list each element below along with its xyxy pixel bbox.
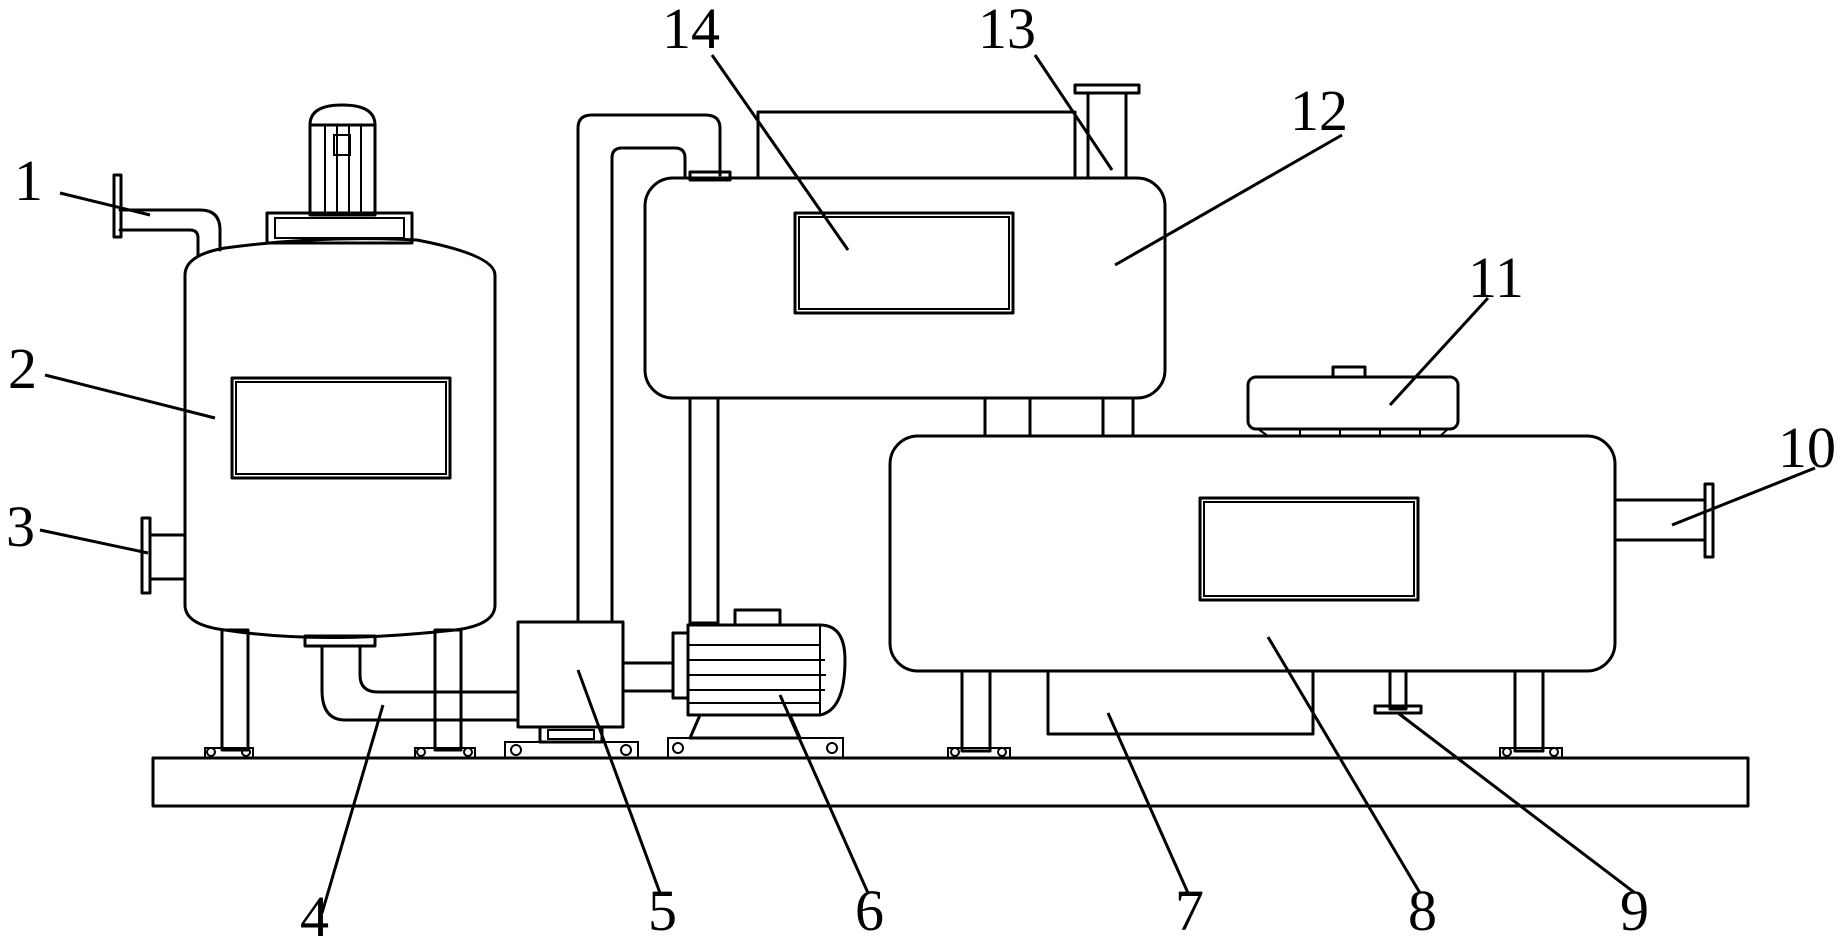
side-nozzle xyxy=(140,516,187,595)
callout-14: 14 xyxy=(662,0,720,61)
main-tank xyxy=(888,434,1715,753)
tank-window xyxy=(230,376,452,480)
callout-4: 4 xyxy=(300,884,329,942)
electric-motor xyxy=(671,608,847,740)
callout-5: 5 xyxy=(648,878,677,942)
callout-12: 12 xyxy=(1290,78,1348,143)
callout-10: 10 xyxy=(1778,415,1836,480)
inlet-pipe xyxy=(112,173,222,257)
agitator-motor xyxy=(265,103,414,245)
callout-13: 13 xyxy=(978,0,1036,61)
callout-8: 8 xyxy=(1408,878,1437,942)
callout-3: 3 xyxy=(6,494,35,559)
pump xyxy=(516,620,675,744)
outlet-pipe xyxy=(320,644,520,722)
callout-9: 9 xyxy=(1620,878,1649,942)
callout-7: 7 xyxy=(1175,878,1204,942)
upper-tank-window xyxy=(793,211,1015,315)
top-unit xyxy=(1246,365,1460,437)
callout-2: 2 xyxy=(8,336,37,401)
callout-6: 6 xyxy=(855,878,884,942)
leader-lines xyxy=(39,54,1816,914)
storage-tank xyxy=(183,237,497,752)
callout-1: 1 xyxy=(14,148,43,213)
upper-tank xyxy=(643,83,1167,438)
callout-11: 11 xyxy=(1468,245,1524,310)
main-tank-window xyxy=(1198,496,1420,602)
callout-labels: 1 2 3 4 5 6 7 8 9 10 11 12 13 14 xyxy=(6,0,1836,942)
